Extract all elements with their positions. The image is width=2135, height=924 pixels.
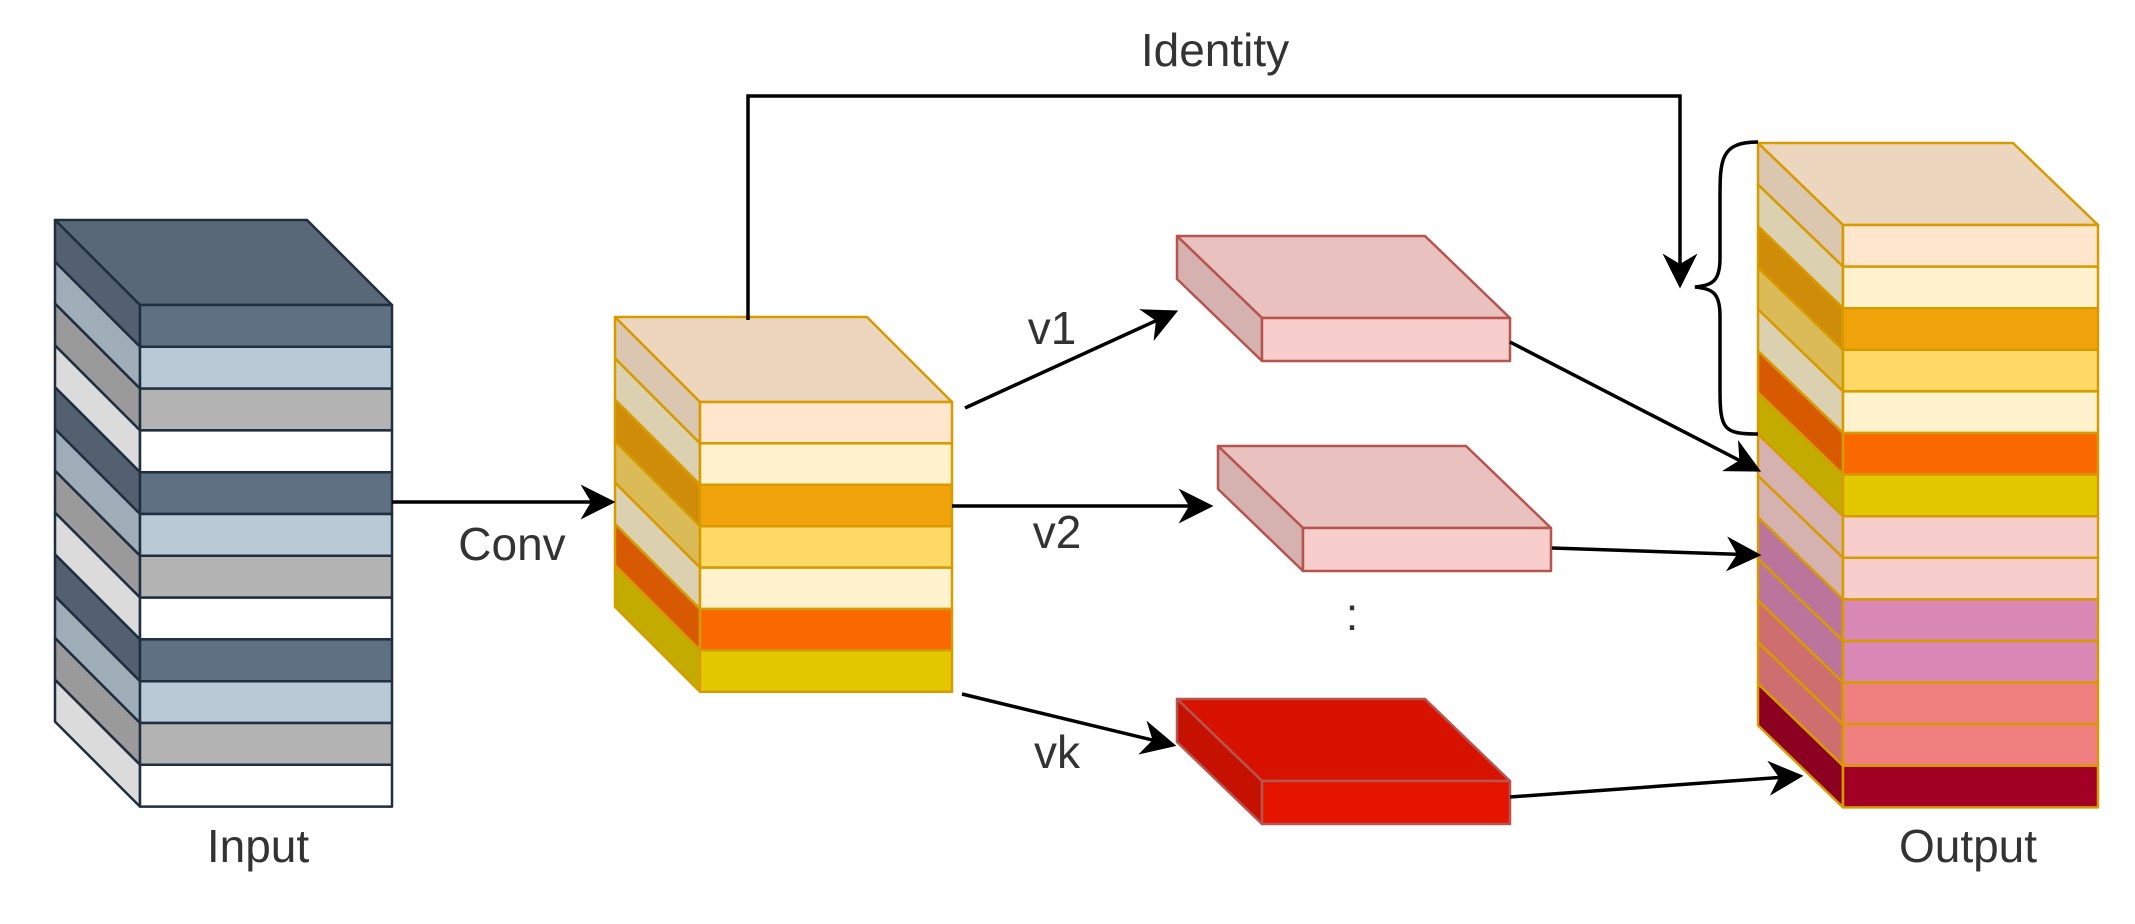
input-layer <box>138 763 394 808</box>
input-layer <box>138 303 394 349</box>
input-layer <box>138 470 394 516</box>
input-layer <box>138 429 394 474</box>
output-stack <box>1756 141 2100 809</box>
output-layer <box>1841 306 2100 352</box>
conv-layer <box>698 607 954 652</box>
input-layer <box>138 387 394 432</box>
output-layer <box>1841 473 2100 518</box>
v2-front-face <box>1301 526 1553 573</box>
output-layer <box>1841 390 2100 435</box>
vk-block <box>1175 697 1512 826</box>
v1-front-face <box>1260 316 1512 363</box>
conv-layer <box>698 442 954 487</box>
input-layer <box>138 596 394 641</box>
input-layer <box>138 512 394 558</box>
conv-label: Conv <box>458 518 565 570</box>
input-layer <box>138 638 394 683</box>
output-layer <box>1841 681 2100 726</box>
output-brace <box>1694 140 1759 436</box>
v1-arrow <box>964 309 1179 410</box>
input-layer <box>138 345 394 390</box>
output-layer <box>1841 722 2100 768</box>
conv-layer <box>698 524 954 569</box>
vk-label: vk <box>1034 726 1081 778</box>
v1-block <box>1175 234 1512 363</box>
input-layer <box>138 554 394 599</box>
v2-label: v2 <box>1033 506 1082 558</box>
output-layer <box>1841 348 2100 393</box>
conv-layer <box>698 400 954 445</box>
output-layer <box>1841 223 2100 268</box>
input-layer <box>138 679 394 725</box>
vk-front-face <box>1260 779 1512 826</box>
output-layer <box>1841 265 2100 310</box>
output-layer <box>1841 514 2100 560</box>
v2-to-output-arrow <box>1551 536 1762 572</box>
output-layer <box>1841 431 2100 476</box>
output-layer <box>1841 556 2100 601</box>
input-layer <box>138 721 394 767</box>
conv-layer <box>698 649 954 694</box>
v2-block <box>1216 444 1553 573</box>
dots-label: : <box>1346 588 1359 640</box>
output-label: Output <box>1899 820 2037 872</box>
input-stack <box>53 218 394 808</box>
v1-to-output-arrow <box>1509 340 1762 472</box>
output-layer <box>1841 764 2100 809</box>
identity-arrow <box>746 94 1698 320</box>
vk-to-output-arrow <box>1509 760 1804 799</box>
vk-arrow <box>961 692 1177 755</box>
conv-layer <box>698 566 954 611</box>
input-label: Input <box>207 820 310 872</box>
conv-feature-stack <box>613 315 954 694</box>
output-layer <box>1841 598 2100 643</box>
conv-layer <box>698 483 954 528</box>
output-layer <box>1841 639 2100 684</box>
v1-label: v1 <box>1028 302 1077 354</box>
identity-label: Identity <box>1141 24 1289 76</box>
